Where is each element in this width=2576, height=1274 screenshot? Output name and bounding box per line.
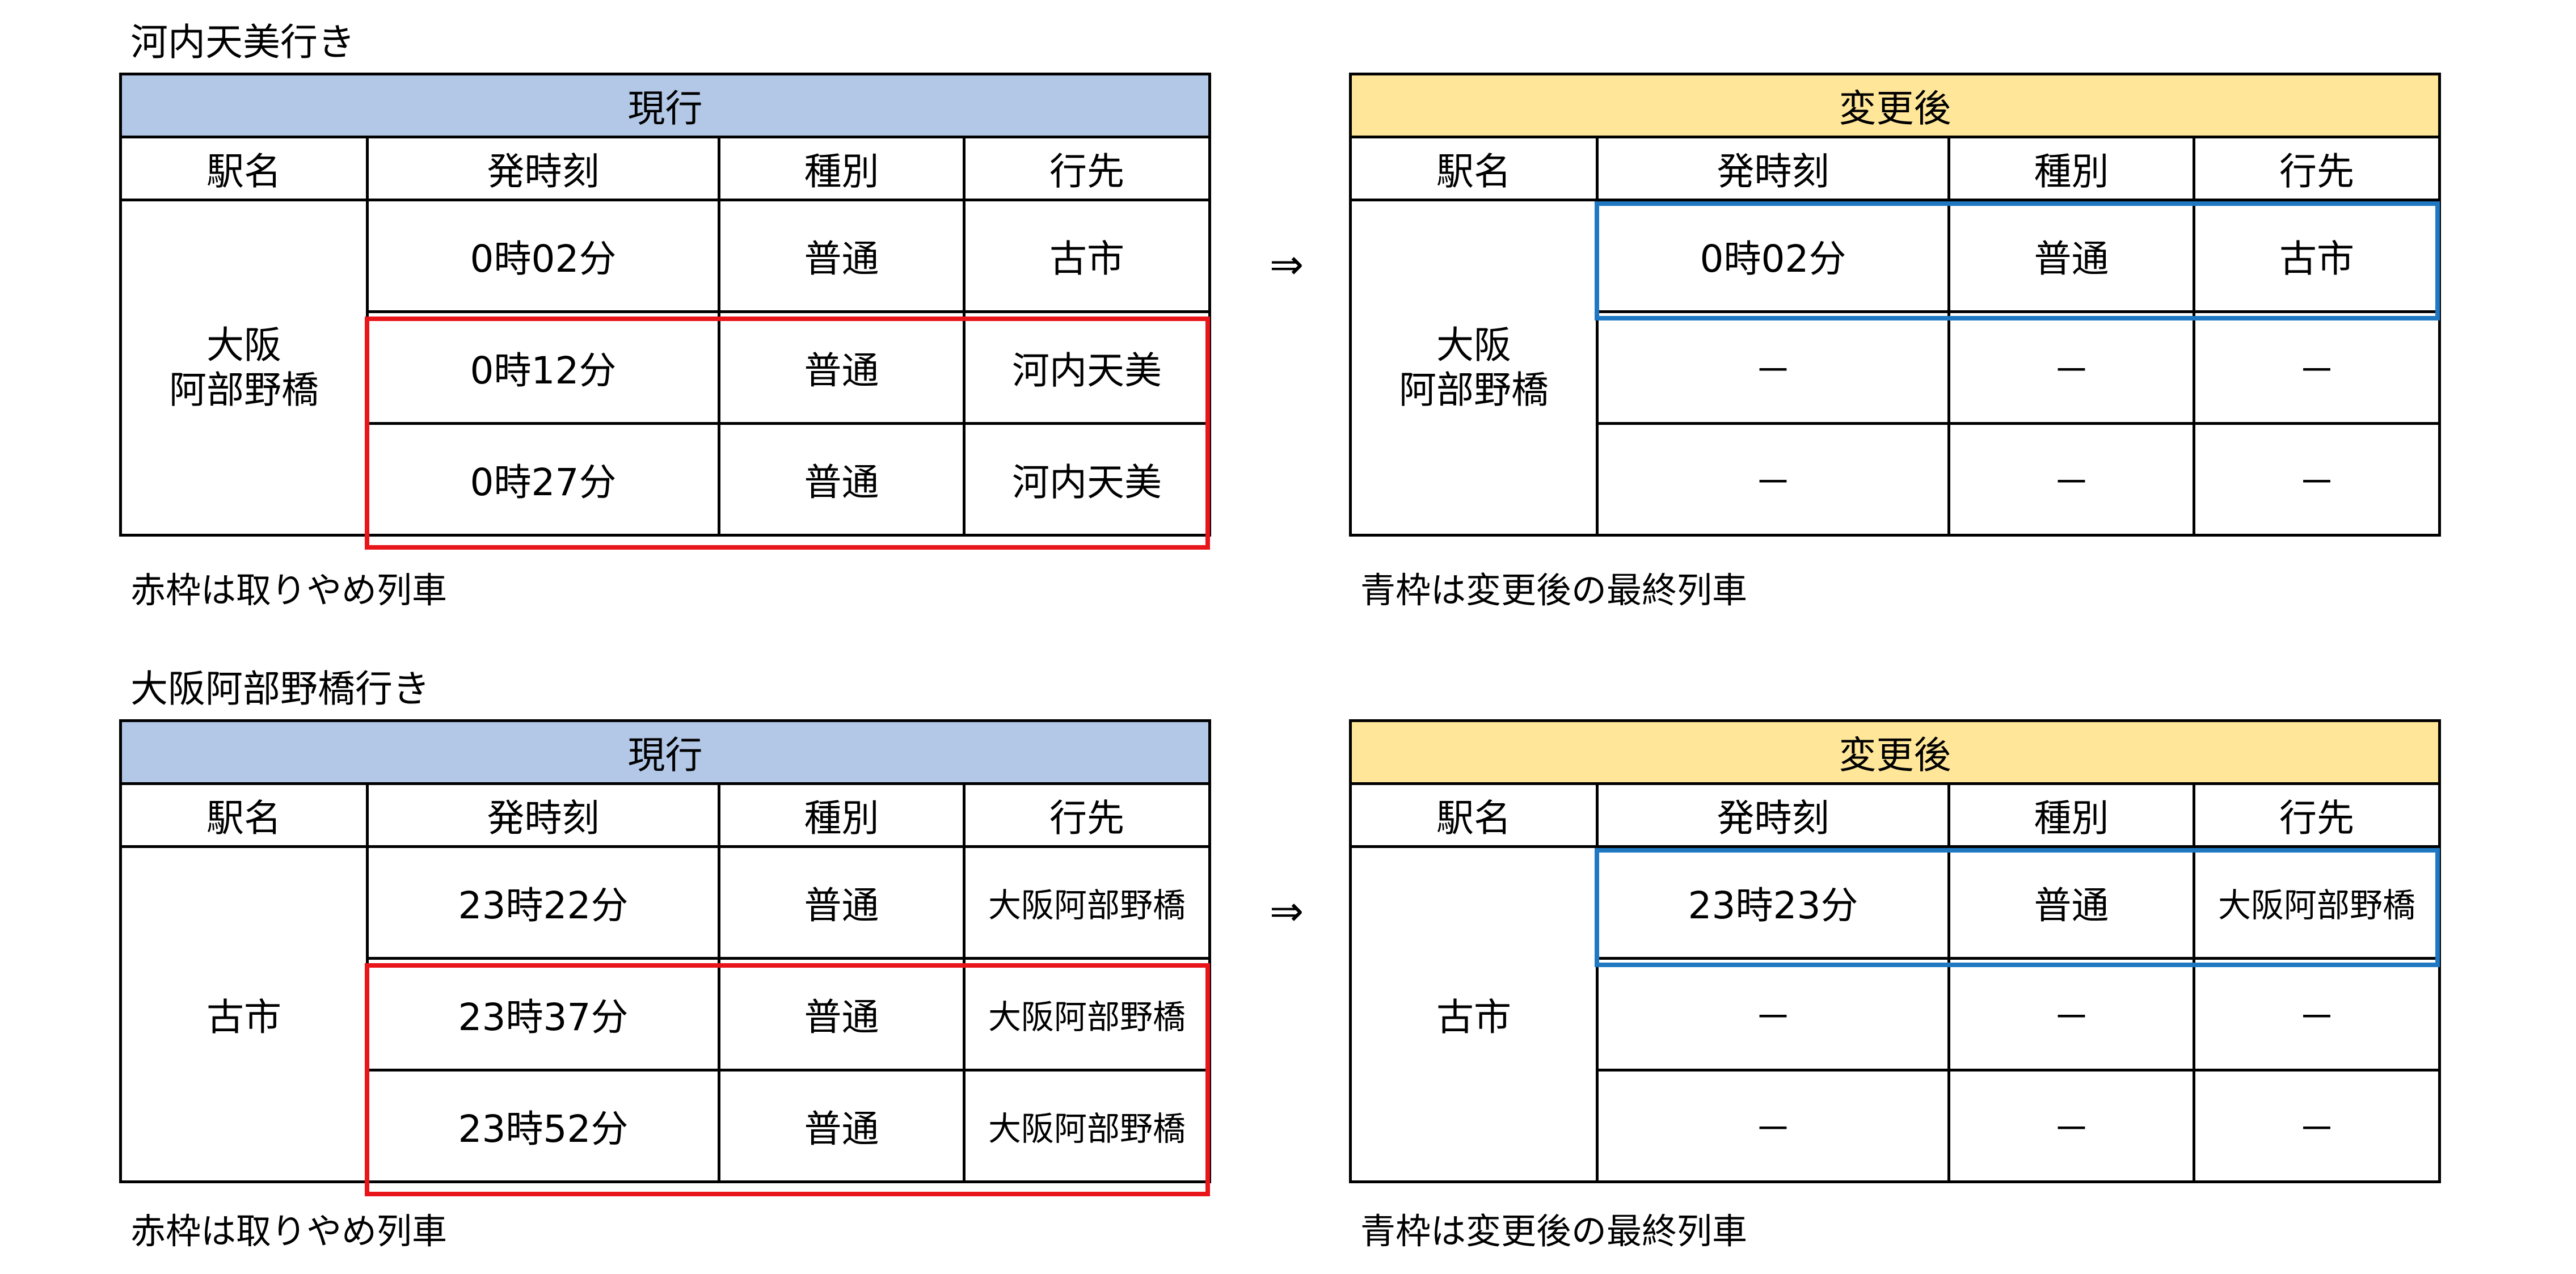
- train-type-cell: －: [1947, 1069, 2195, 1183]
- column-header-destination: 行先: [963, 136, 1211, 201]
- departure-time-cell: 23時52分: [366, 1069, 720, 1183]
- destination-cell: －: [2193, 422, 2441, 537]
- station-cell: 古市: [119, 845, 369, 1183]
- destination-cell: 大阪阿部野橋: [2193, 845, 2441, 960]
- train-type-cell: 普通: [718, 845, 966, 960]
- destination-cell: －: [2193, 957, 2441, 1071]
- train-type-cell: 普通: [718, 1069, 966, 1183]
- column-header-departure: 発時刻: [366, 782, 720, 848]
- train-type-cell: 普通: [718, 422, 966, 537]
- train-type-cell: 普通: [1947, 845, 2195, 960]
- last-train-note: 青枠は変更後の最終列車: [1360, 1210, 1748, 1252]
- column-header-destination: 行先: [963, 782, 1211, 848]
- departure-time-cell: 0時12分: [366, 310, 720, 425]
- departure-time-cell: －: [1596, 957, 1950, 1071]
- after-timetable: 変更後 駅名 発時刻 種別 行先 大阪 阿部野橋 0時02分 普通 古市 － －…: [1349, 73, 2441, 537]
- destination-cell: 古市: [963, 199, 1211, 313]
- departure-time-cell: 0時27分: [366, 422, 720, 537]
- destination-cell: 大阪阿部野橋: [963, 957, 1211, 1071]
- column-header-type: 種別: [718, 136, 966, 201]
- column-header-destination: 行先: [2193, 136, 2441, 201]
- removed-trains-note: 赤枠は取りやめ列車: [130, 569, 448, 611]
- station-cell: 大阪 阿部野橋: [1349, 199, 1599, 537]
- station-cell: 大阪 阿部野橋: [119, 199, 369, 537]
- column-header-destination: 行先: [2193, 782, 2441, 848]
- destination-cell: 大阪阿部野橋: [963, 845, 1211, 960]
- train-type-cell: 普通: [718, 310, 966, 425]
- departure-time-cell: 23時23分: [1596, 845, 1950, 960]
- section-title: 河内天美行き: [130, 20, 355, 64]
- after-header: 変更後: [1349, 73, 2441, 138]
- destination-cell: －: [2193, 1069, 2441, 1183]
- train-type-cell: －: [1947, 310, 2195, 425]
- current-header: 現行: [119, 719, 1211, 785]
- station-cell: 古市: [1349, 845, 1599, 1183]
- column-header-type: 種別: [1947, 136, 2195, 201]
- departure-time-cell: 0時02分: [1596, 199, 1950, 313]
- arrow-icon: ⇒: [1269, 887, 1304, 935]
- section-title: 大阪阿部野橋行き: [130, 667, 430, 711]
- departure-time-cell: －: [1596, 310, 1950, 425]
- train-type-cell: －: [1947, 957, 2195, 1071]
- arrow-icon: ⇒: [1269, 241, 1304, 288]
- column-header-station: 駅名: [1349, 782, 1599, 848]
- destination-cell: －: [2193, 310, 2441, 425]
- departure-time-cell: －: [1596, 422, 1950, 537]
- destination-cell: 河内天美: [963, 422, 1211, 537]
- column-header-station: 駅名: [119, 782, 369, 848]
- column-header-departure: 発時刻: [1596, 782, 1950, 848]
- column-header-station: 駅名: [119, 136, 369, 201]
- column-header-type: 種別: [718, 782, 966, 848]
- current-timetable: 現行 駅名 発時刻 種別 行先 古市 23時22分 普通 大阪阿部野橋 23時3…: [119, 719, 1211, 1183]
- destination-cell: 河内天美: [963, 310, 1211, 425]
- train-type-cell: 普通: [1947, 199, 2195, 313]
- column-header-station: 駅名: [1349, 136, 1599, 201]
- train-type-cell: －: [1947, 422, 2195, 537]
- current-header: 現行: [119, 73, 1211, 138]
- destination-cell: 古市: [2193, 199, 2441, 313]
- destination-cell: 大阪阿部野橋: [963, 1069, 1211, 1183]
- departure-time-cell: 23時22分: [366, 845, 720, 960]
- last-train-note: 青枠は変更後の最終列車: [1360, 569, 1748, 611]
- after-header: 変更後: [1349, 719, 2441, 785]
- current-timetable: 現行 駅名 発時刻 種別 行先 大阪 阿部野橋 0時02分 普通 古市 0時12…: [119, 73, 1211, 537]
- column-header-departure: 発時刻: [366, 136, 720, 201]
- after-timetable: 変更後 駅名 発時刻 種別 行先 古市 23時23分 普通 大阪阿部野橋 － －…: [1349, 719, 2441, 1183]
- departure-time-cell: 23時37分: [366, 957, 720, 1071]
- column-header-type: 種別: [1947, 782, 2195, 848]
- removed-trains-note: 赤枠は取りやめ列車: [130, 1210, 448, 1252]
- departure-time-cell: －: [1596, 1069, 1950, 1183]
- column-header-departure: 発時刻: [1596, 136, 1950, 201]
- train-type-cell: 普通: [718, 199, 966, 313]
- train-type-cell: 普通: [718, 957, 966, 1071]
- departure-time-cell: 0時02分: [366, 199, 720, 313]
